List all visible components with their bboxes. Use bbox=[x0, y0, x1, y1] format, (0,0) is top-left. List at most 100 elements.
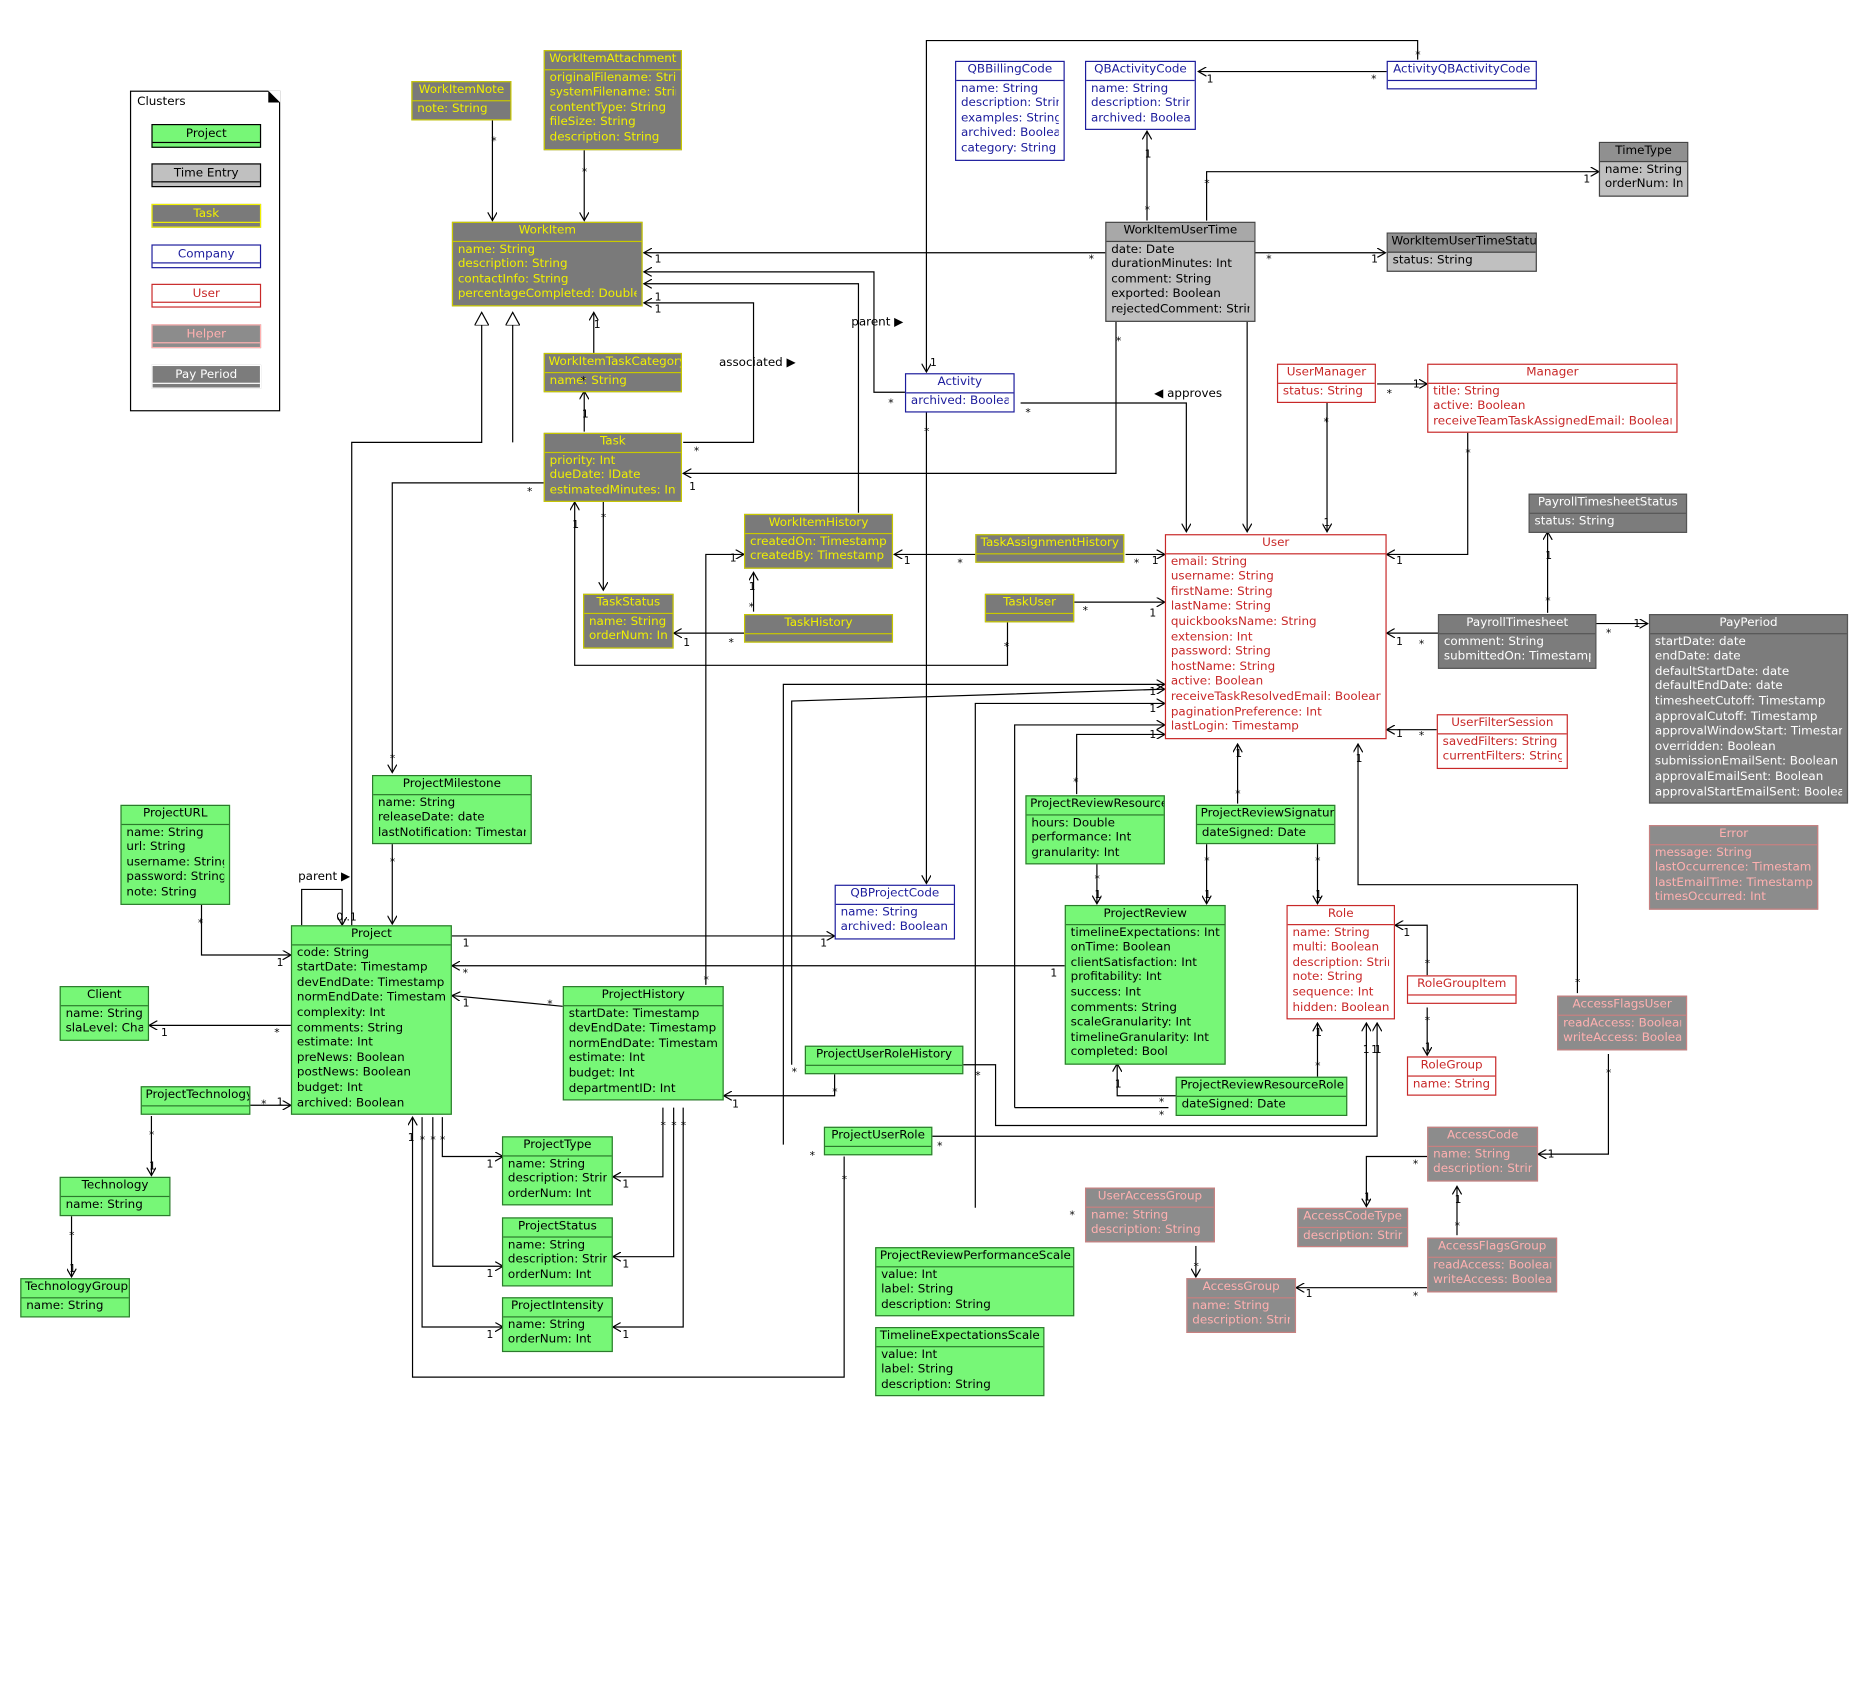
class-attributes bbox=[976, 554, 1123, 561]
class-name: TaskUser bbox=[986, 595, 1074, 614]
class-name: ProjectUserRoleHistory bbox=[805, 1047, 963, 1066]
class-attributes bbox=[1408, 995, 1515, 1002]
class-attribute: status: String bbox=[1534, 514, 1615, 528]
class-attribute: lastLogin: Timestamp bbox=[1170, 720, 1299, 734]
mult: * bbox=[1133, 557, 1140, 570]
class-attribute: submissionEmailSent: Boolean bbox=[1654, 755, 1839, 769]
class-name: ProjectReviewPerformanceScale bbox=[876, 1248, 1074, 1267]
class-attribute: contentType: String bbox=[549, 101, 667, 115]
class-attribute: name: String bbox=[1433, 1147, 1511, 1161]
class-attribute: writeAccess: Boolean bbox=[1563, 1031, 1682, 1045]
mult: * bbox=[389, 857, 396, 870]
class-name: UserFilterSession bbox=[1437, 715, 1567, 734]
class-attribute: description: String bbox=[507, 1172, 607, 1186]
mult: 1 bbox=[276, 1096, 284, 1109]
class-name: UserManager bbox=[1278, 365, 1375, 384]
mult: 1 bbox=[1323, 517, 1331, 530]
mult: 1 bbox=[1050, 968, 1058, 981]
mult: * bbox=[274, 1027, 280, 1040]
class-name: RoleGroup bbox=[1408, 1058, 1496, 1077]
class-attribute: description: String bbox=[507, 1253, 607, 1267]
class-attribute: overridden: Boolean bbox=[1654, 740, 1776, 754]
class-attributes: name: String bbox=[545, 373, 681, 392]
mult: 1 bbox=[1094, 889, 1102, 902]
class-attribute: orderNum: Int bbox=[1604, 177, 1683, 191]
mult: * bbox=[957, 557, 963, 570]
class-attribute: category: String bbox=[960, 141, 1057, 155]
mult: 1 bbox=[654, 304, 662, 316]
mult: * bbox=[526, 486, 533, 499]
class-attribute: releaseDate: date bbox=[377, 810, 485, 825]
mult: * bbox=[1315, 1061, 1321, 1074]
class-projectuserrole: ProjectUserRole bbox=[823, 1126, 933, 1155]
mult: * bbox=[1415, 50, 1421, 62]
legend-item-payperiod: Pay Period bbox=[151, 364, 262, 389]
legend-label: Pay Period bbox=[175, 368, 238, 382]
class-attribute: lastEmailTime: Timestamp bbox=[1654, 876, 1813, 890]
class-attribute: name: String bbox=[65, 1007, 143, 1021]
class-attributes bbox=[825, 1147, 931, 1154]
mult: * bbox=[1412, 1291, 1419, 1304]
mult: 0..1 bbox=[336, 912, 357, 925]
class-attribute: submittedOn: Timestamp bbox=[1443, 650, 1591, 664]
mult: * bbox=[1115, 336, 1122, 349]
class-name: Activity bbox=[906, 374, 1014, 393]
class-attribute: name: String bbox=[840, 905, 918, 919]
mult: * bbox=[462, 968, 468, 981]
class-name: WorkItemTaskCategory bbox=[544, 354, 681, 373]
class-attribute: dueDate: IDate bbox=[549, 468, 641, 482]
class-name: WorkItemHistory bbox=[745, 515, 892, 534]
class-name: WorkItemAttachment bbox=[544, 51, 681, 70]
mult: 1 bbox=[1204, 889, 1212, 902]
mult: * bbox=[1266, 253, 1272, 266]
class-attribute: active: Boolean bbox=[1170, 675, 1264, 689]
class-name: ProjectIntensity bbox=[503, 1298, 612, 1318]
class-attribute: complexity: Int bbox=[296, 1006, 386, 1020]
class-attribute: preNews: Boolean bbox=[296, 1051, 405, 1065]
mult: 1 bbox=[69, 1263, 76, 1276]
mult: * bbox=[975, 1070, 981, 1083]
class-attribute: archived: Boolean bbox=[910, 394, 1009, 408]
class-attribute: exported: Boolean bbox=[1111, 287, 1221, 301]
class-attributes bbox=[142, 1106, 249, 1113]
class-attribute: examples: String bbox=[960, 111, 1059, 125]
class-name: PayrollTimesheetStatus bbox=[1529, 495, 1686, 514]
class-attribute: systemFilename: String bbox=[549, 86, 677, 100]
mult: 1 bbox=[462, 938, 470, 951]
mult: * bbox=[1424, 1015, 1431, 1028]
class-attributes bbox=[986, 614, 1073, 621]
class-attribute: priority: Int bbox=[549, 453, 616, 467]
class-attributes bbox=[806, 1065, 962, 1072]
class-attribute: orderNum: Int bbox=[588, 629, 668, 643]
mult: * bbox=[1193, 1261, 1199, 1274]
class-attribute: dateSigned: Date bbox=[1181, 1097, 1286, 1111]
class-attributes: name: String bbox=[1408, 1076, 1495, 1095]
class-attribute: firstName: String bbox=[1170, 585, 1273, 599]
mult: * bbox=[1412, 1158, 1419, 1171]
class-attribute: departmentID: Int bbox=[568, 1082, 676, 1096]
class-attribute: name: String bbox=[960, 81, 1039, 95]
legend-label: Time Entry bbox=[173, 166, 239, 181]
class-name: ProjectReview bbox=[1065, 906, 1225, 925]
class-attribute: description: String bbox=[549, 131, 660, 145]
